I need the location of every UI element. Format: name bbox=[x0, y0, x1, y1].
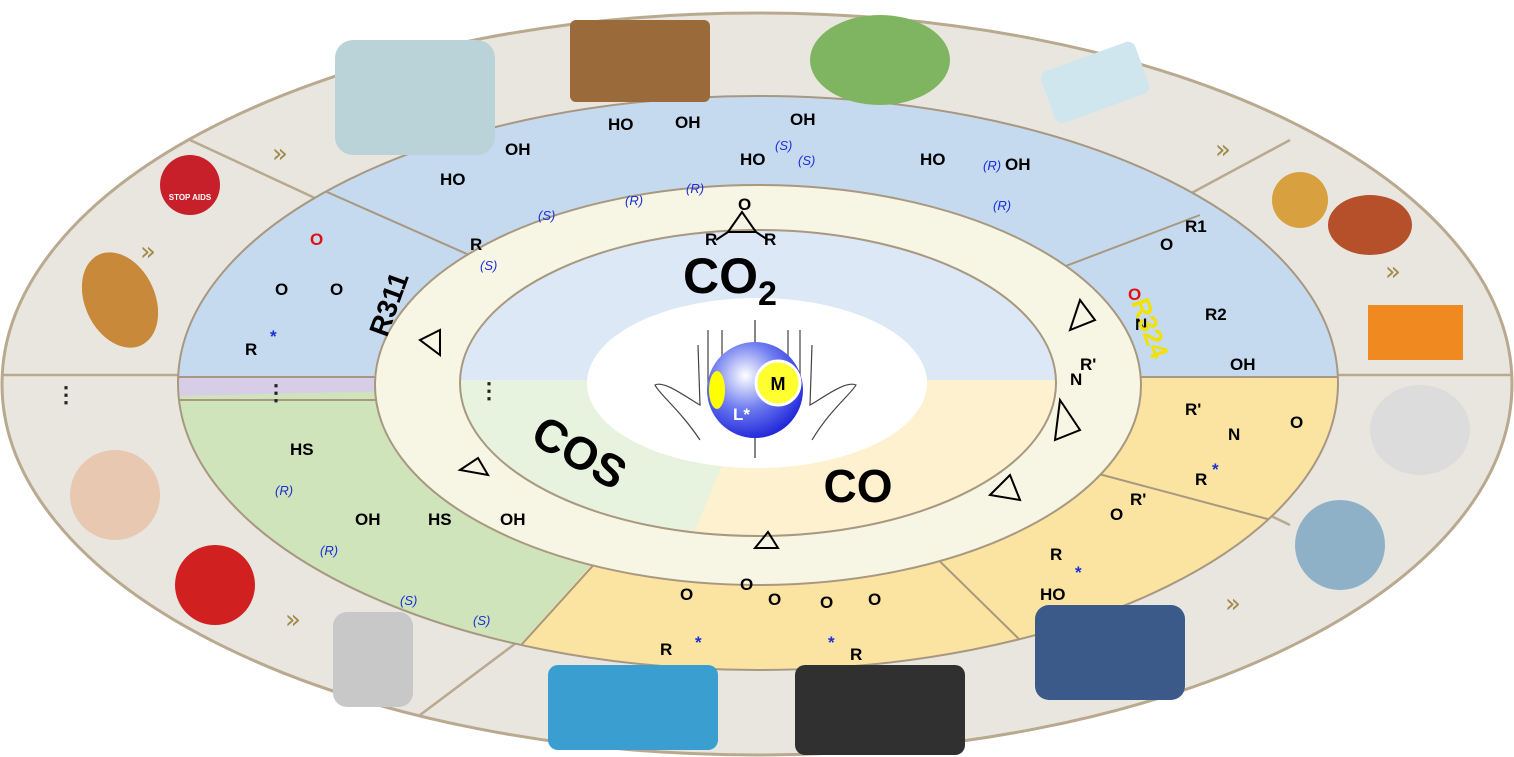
inhaler-icon bbox=[70, 450, 160, 540]
svg-text:R: R bbox=[245, 340, 257, 359]
stop-aids-text: STOP AIDS bbox=[169, 193, 212, 202]
stop-aids-icon bbox=[160, 155, 220, 215]
application-images: STOP AIDS bbox=[70, 15, 1470, 755]
svg-text:R1: R1 bbox=[1185, 217, 1207, 236]
svg-text:O: O bbox=[275, 280, 288, 299]
svg-text:O: O bbox=[1290, 413, 1303, 432]
virus-icon bbox=[1272, 172, 1328, 228]
svg-text:OH: OH bbox=[790, 110, 816, 129]
svg-text:(R): (R) bbox=[686, 181, 704, 196]
svg-text:HS: HS bbox=[290, 440, 314, 459]
glass-sheets-icon bbox=[1295, 500, 1385, 590]
svg-text:HO: HO bbox=[740, 150, 766, 169]
svg-text:OH: OH bbox=[500, 510, 526, 529]
svg-text:O: O bbox=[1128, 285, 1141, 304]
chevron-icon: » bbox=[140, 237, 156, 267]
cosmetic-tube-icon bbox=[1041, 41, 1150, 124]
svg-text:*: * bbox=[270, 327, 277, 346]
svg-text:(R): (R) bbox=[275, 483, 293, 498]
svg-text:O: O bbox=[1110, 505, 1123, 524]
co2-products: HO OH R (S) (S) HO OH (R) (R) HO OH (S) … bbox=[245, 110, 1256, 374]
svg-text:R': R' bbox=[1130, 490, 1146, 509]
other-application-dots: ⋮ bbox=[55, 382, 77, 407]
pill-bottle-icon bbox=[81, 252, 159, 348]
co-label: CO bbox=[824, 460, 893, 512]
co-products: R' N O R * O R' R HO * O O R * O O O R * bbox=[660, 400, 1303, 664]
blood-pressure-heart-icon bbox=[175, 545, 255, 625]
aziridine-n: N bbox=[1070, 370, 1082, 389]
svg-text:R: R bbox=[1050, 545, 1062, 564]
svg-text:R: R bbox=[470, 235, 482, 254]
svg-text:*: * bbox=[695, 633, 702, 652]
svg-text:(R): (R) bbox=[983, 158, 1001, 173]
svg-text:R2: R2 bbox=[1205, 305, 1227, 324]
svg-text:(S): (S) bbox=[480, 258, 497, 273]
svg-text:O: O bbox=[768, 590, 781, 609]
svg-text:(S): (S) bbox=[473, 613, 490, 628]
svg-text:O: O bbox=[330, 280, 343, 299]
liver-icon bbox=[1328, 195, 1412, 255]
svg-text:R: R bbox=[850, 645, 862, 664]
epoxide-r: R bbox=[705, 230, 717, 249]
electronics-icon bbox=[548, 665, 718, 750]
ligand-label: L* bbox=[733, 405, 750, 424]
vials-syringe-icon bbox=[335, 40, 495, 155]
svg-text:(S): (S) bbox=[775, 138, 792, 153]
herbs-sweetener-icon bbox=[810, 15, 950, 105]
svg-text:(S): (S) bbox=[798, 153, 815, 168]
metal-label: M bbox=[771, 374, 786, 394]
svg-text:O: O bbox=[310, 230, 323, 249]
other-product-dots: ⋮ bbox=[265, 380, 287, 405]
svg-text:R: R bbox=[660, 640, 672, 659]
chevron-icon: » bbox=[1225, 589, 1241, 619]
svg-text:O: O bbox=[680, 585, 693, 604]
svg-text:O: O bbox=[740, 575, 753, 594]
svg-text:HO: HO bbox=[608, 115, 634, 134]
chevron-icon: » bbox=[272, 139, 288, 169]
svg-text:OH: OH bbox=[505, 140, 531, 159]
chevron-icon: » bbox=[1385, 257, 1401, 287]
chevrons: » » » » » » bbox=[140, 135, 1401, 635]
drug-box-icon bbox=[1368, 305, 1463, 360]
svg-text:OH: OH bbox=[675, 113, 701, 132]
svg-text:*: * bbox=[828, 633, 835, 652]
chiral-catalyst: M L* bbox=[654, 320, 857, 458]
chevron-icon: » bbox=[1215, 135, 1231, 165]
svg-text:*: * bbox=[1212, 460, 1219, 479]
aziridine-r-prime: R' bbox=[1080, 355, 1096, 374]
oled-light-icon bbox=[795, 665, 965, 755]
svg-text:*: * bbox=[1075, 563, 1082, 582]
svg-text:(R): (R) bbox=[320, 543, 338, 558]
svg-text:OH: OH bbox=[1005, 155, 1031, 174]
svg-text:(S): (S) bbox=[538, 208, 555, 223]
svg-text:(S): (S) bbox=[400, 593, 417, 608]
astronaut-icon bbox=[1035, 605, 1185, 700]
svg-text:N: N bbox=[1228, 425, 1240, 444]
svg-text:(R): (R) bbox=[625, 193, 643, 208]
svg-text:HO: HO bbox=[920, 150, 946, 169]
svg-text:R: R bbox=[1195, 470, 1207, 489]
co2-label: CO2 bbox=[683, 248, 777, 313]
svg-text:O: O bbox=[868, 590, 881, 609]
other-gas-dots: ⋮ bbox=[478, 378, 500, 403]
epoxide-substrates bbox=[418, 210, 1097, 549]
cos-products: HS OH (R) (R) HS OH (S) (S) bbox=[275, 440, 526, 628]
svg-text:O: O bbox=[1160, 235, 1173, 254]
svg-text:N: N bbox=[1135, 315, 1147, 334]
svg-text:OH: OH bbox=[1230, 355, 1256, 374]
pills-bottles-icon bbox=[570, 20, 710, 102]
epoxide-r: R bbox=[764, 230, 776, 249]
svg-text:HS: HS bbox=[428, 510, 452, 529]
svg-text:OH: OH bbox=[355, 510, 381, 529]
svg-text:HO: HO bbox=[440, 170, 466, 189]
svg-text:O: O bbox=[820, 593, 833, 612]
epoxide-o: O bbox=[738, 195, 751, 214]
svg-text:R': R' bbox=[1185, 400, 1201, 419]
chevron-icon: » bbox=[285, 605, 301, 635]
capsules-icon bbox=[333, 612, 413, 707]
svg-text:(R): (R) bbox=[993, 198, 1011, 213]
svg-text:HO: HO bbox=[1040, 585, 1066, 604]
polymer-powder-icon bbox=[1370, 385, 1470, 475]
